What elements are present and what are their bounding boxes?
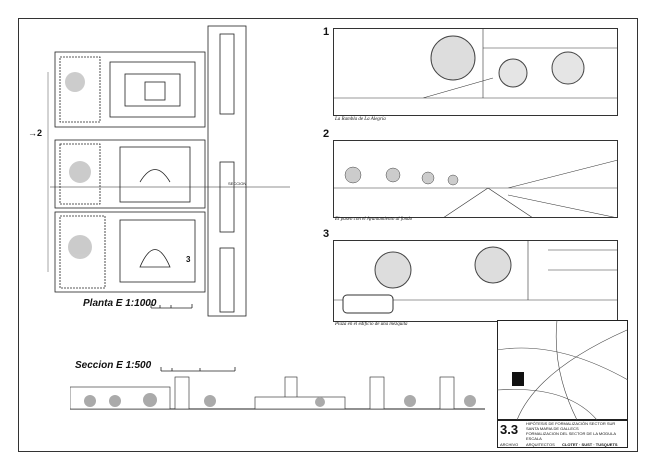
sheet-number: 3.3	[500, 422, 519, 437]
section-marker-left-number: 2	[37, 128, 43, 138]
section-drawing	[70, 376, 485, 410]
section-title: Seccion E 1:500	[75, 360, 152, 371]
section-scale-bar	[160, 367, 236, 372]
title-text: HIPÓTESIS DE FORMALIZACIÓN SECTOR SUR SA…	[526, 421, 626, 441]
section-marker-left: →2	[28, 128, 43, 138]
location-map	[497, 320, 628, 420]
site-plan-drawing	[47, 25, 290, 317]
perspective-2-caption: El paseo con el Ayuntamiento al fondo	[335, 217, 413, 222]
perspective-number-3: 3	[323, 228, 330, 240]
architects-names: CLOTET · SUST · TUSQUETS	[562, 442, 618, 447]
plan-scale-bar	[150, 304, 193, 309]
architects-label: ARQUITECTOS	[526, 442, 555, 447]
title-line-4: ESCALA	[526, 436, 542, 441]
title-line-3: FORMALIZACION DEL SECTOR DE LA MODULA	[526, 431, 617, 436]
perspective-3-drawing	[333, 240, 618, 322]
plan-title: Planta E 1:1000	[83, 298, 157, 309]
perspective-1-caption: La Rambla de La Alegría	[335, 117, 386, 122]
drawing-frame	[18, 18, 638, 452]
title-line-2: SANTA MARIA DE GALLECS	[526, 426, 579, 431]
archive-label: ARCHIVO	[500, 442, 519, 447]
perspective-number-1: 1	[323, 26, 330, 38]
section-line-label: SECCION	[228, 181, 247, 186]
perspective-2-drawing	[333, 140, 618, 218]
perspective-3-caption: Plaza en el edificio de una mezquita	[335, 322, 408, 327]
title-line-1: HIPÓTESIS DE FORMALIZACIÓN SECTOR SUR	[526, 421, 616, 426]
perspective-1-drawing	[333, 28, 618, 116]
view-marker-3: 3	[186, 255, 191, 264]
perspective-number-2: 2	[323, 128, 330, 140]
title-block: 3.3 HIPÓTESIS DE FORMALIZACIÓN SECTOR SU…	[497, 420, 628, 448]
